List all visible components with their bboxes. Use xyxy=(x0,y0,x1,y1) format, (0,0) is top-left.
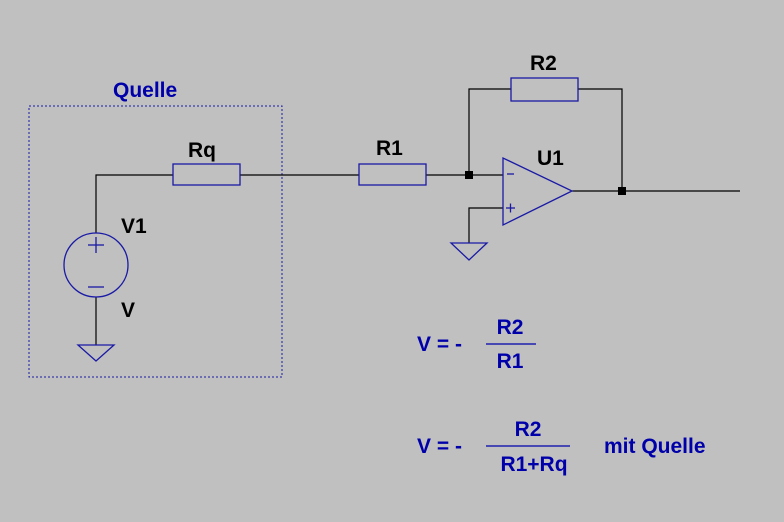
ground-opamp-icon xyxy=(449,242,489,261)
formula2-numerator: R2 xyxy=(515,418,542,441)
formula2-denominator: R1+Rq xyxy=(500,453,567,476)
opamp-u1-label: U1 xyxy=(537,147,564,170)
resistor-r1 xyxy=(358,163,427,186)
resistor-r2-label: R2 xyxy=(530,52,557,75)
junction-output xyxy=(618,187,626,195)
wire-feedback-right xyxy=(578,88,623,191)
formula1-numerator: R2 xyxy=(497,316,524,339)
ground-source-icon xyxy=(76,344,116,362)
formula2-lhs: V = - xyxy=(417,435,462,458)
source-group-label: Quelle xyxy=(113,79,177,102)
wire-feedback-left xyxy=(468,88,511,175)
formula1-denominator: R1 xyxy=(497,350,524,373)
voltage-source-v1 xyxy=(63,232,129,298)
resistor-rq xyxy=(172,163,241,186)
wire-source-to-rq xyxy=(95,174,173,233)
source-group-box xyxy=(28,105,283,378)
wire-noninverting-to-ground xyxy=(468,207,503,243)
voltage-source-name-label: V1 xyxy=(121,215,147,238)
resistor-r1-label: R1 xyxy=(376,137,403,160)
resistor-r2 xyxy=(510,77,579,102)
voltage-source-value-label: V xyxy=(121,299,135,322)
junction-inverting xyxy=(465,171,473,179)
resistor-rq-label: Rq xyxy=(188,139,216,162)
formula2-suffix: mit Quelle xyxy=(604,435,706,458)
opamp-u1 xyxy=(502,156,574,227)
formula1-lhs: V = - xyxy=(417,333,462,356)
